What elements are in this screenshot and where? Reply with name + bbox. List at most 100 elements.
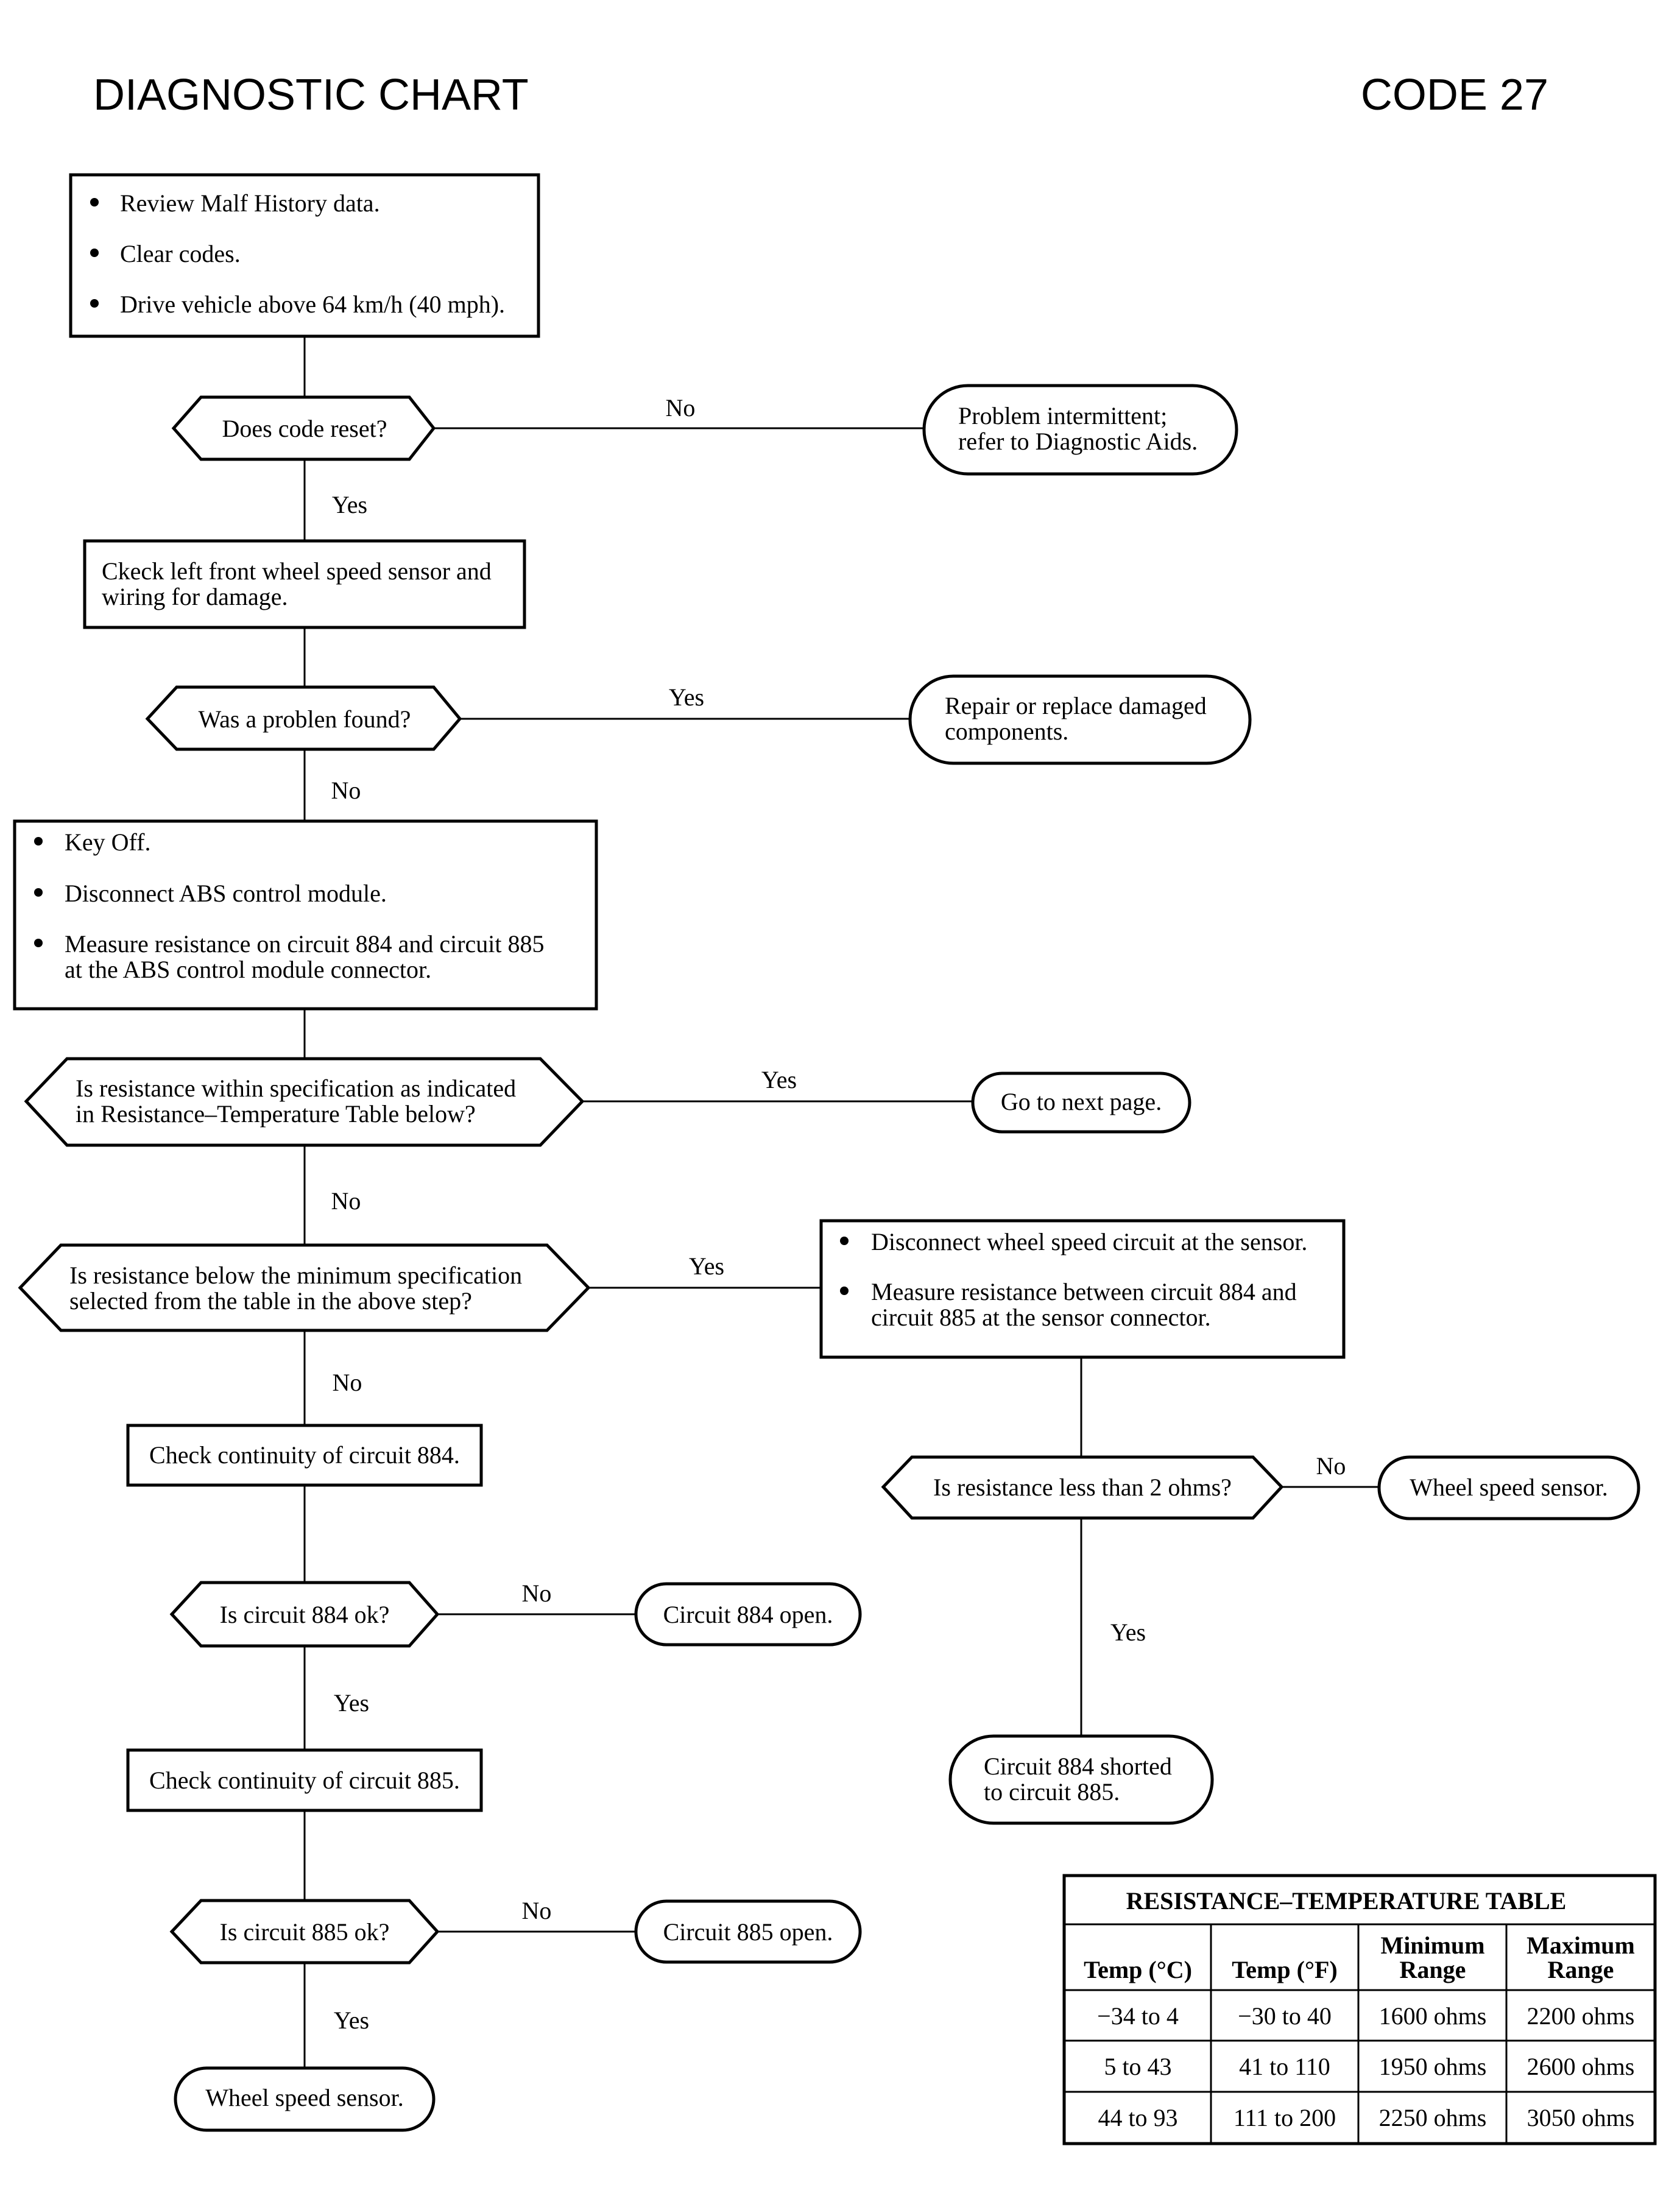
decision-circuit-884-ok: Is circuit 884 ok? bbox=[169, 1581, 440, 1648]
table-cell: 2250 ohms bbox=[1379, 2104, 1487, 2131]
label-no: No bbox=[522, 1897, 552, 1924]
header-range: Range bbox=[1548, 1956, 1614, 1983]
label-yes: Yes bbox=[669, 683, 704, 711]
label-yes: Yes bbox=[332, 491, 367, 518]
header-temp-f: Temp (°F) bbox=[1232, 1956, 1337, 1983]
label-yes: Yes bbox=[334, 1689, 369, 1717]
decision-circuit-885-ok: Is circuit 885 ok? bbox=[169, 1899, 440, 1965]
end-go-to-next-page: Go to next page. bbox=[971, 1071, 1191, 1134]
svg-text:Problem intermittent;: Problem intermittent; bbox=[958, 402, 1167, 429]
svg-text:to circuit 885.: to circuit 885. bbox=[984, 1778, 1120, 1806]
sensor-steps-box: Disconnect wheel speed circuit at the se… bbox=[819, 1219, 1346, 1359]
svg-text:Circuit 885 open.: Circuit 885 open. bbox=[663, 1918, 833, 1946]
step-drive-vehicle: Drive vehicle above 64 km/h (40 mph). bbox=[120, 291, 505, 318]
end-wheel-speed-sensor-right: Wheel speed sensor. bbox=[1377, 1455, 1640, 1520]
bullet bbox=[840, 1237, 849, 1245]
chart-title: DIAGNOSTIC CHART bbox=[93, 71, 529, 119]
label-no: No bbox=[333, 1369, 362, 1396]
table-cell: 2600 ohms bbox=[1527, 2053, 1635, 2080]
header-minimum: Minimum bbox=[1380, 1932, 1484, 1959]
bullet bbox=[34, 837, 43, 846]
label-no: No bbox=[331, 1187, 361, 1215]
svg-text:Wheel speed sensor.: Wheel speed sensor. bbox=[1410, 1474, 1608, 1501]
end-wheel-speed-sensor-bottom: Wheel speed sensor. bbox=[174, 2066, 436, 2132]
table-cell: −34 to 4 bbox=[1097, 2002, 1179, 2030]
svg-text:Check continuity of circuit 88: Check continuity of circuit 885. bbox=[149, 1767, 460, 1794]
svg-text:Is circuit 885 ok?: Is circuit 885 ok? bbox=[220, 1918, 390, 1946]
label-yes: Yes bbox=[761, 1066, 797, 1093]
end-circuit-884-shorted: Circuit 884 shorted to circuit 885. bbox=[948, 1734, 1214, 1825]
step-measure-sensor: Measure resistance between circuit 884 a… bbox=[871, 1278, 1297, 1305]
label-yes: Yes bbox=[689, 1252, 724, 1280]
step-clear-codes: Clear codes. bbox=[120, 240, 241, 267]
label-no: No bbox=[1316, 1452, 1346, 1480]
svg-text:wiring for damage.: wiring for damage. bbox=[102, 583, 288, 610]
bullet bbox=[90, 249, 99, 257]
step-disconnect-module: Disconnect ABS control module. bbox=[65, 880, 387, 907]
label-no: No bbox=[666, 394, 696, 422]
svg-text:selected from the table in the: selected from the table in the above ste… bbox=[69, 1287, 472, 1315]
bullet bbox=[840, 1287, 849, 1295]
svg-text:Ckeck left front wheel speed s: Ckeck left front wheel speed sensor and bbox=[102, 557, 492, 585]
svg-text:at the ABS control module conn: at the ABS control module connector. bbox=[65, 956, 431, 983]
svg-text:circuit 885 at the sensor conn: circuit 885 at the sensor connector. bbox=[871, 1304, 1211, 1331]
step-review-malf-history: Review Malf History data. bbox=[120, 189, 380, 217]
decision-less-than-2-ohms: Is resistance less than 2 ohms? bbox=[881, 1455, 1284, 1520]
svg-text:Does code reset?: Does code reset? bbox=[222, 415, 387, 442]
bullet bbox=[90, 299, 99, 308]
label-yes: Yes bbox=[334, 2007, 369, 2034]
svg-text:Is resistance less than 2 ohms: Is resistance less than 2 ohms? bbox=[933, 1474, 1232, 1501]
svg-text:Check continuity of circuit 88: Check continuity of circuit 884. bbox=[149, 1441, 460, 1469]
label-no: No bbox=[522, 1580, 552, 1607]
check-continuity-885-box: Check continuity of circuit 885. bbox=[126, 1748, 483, 1812]
label-yes: Yes bbox=[1110, 1619, 1146, 1646]
end-repair-replace: Repair or replace damaged components. bbox=[908, 674, 1252, 765]
step-disconnect-sensor: Disconnect wheel speed circuit at the se… bbox=[871, 1228, 1307, 1255]
check-sensor-wiring-box: Ckeck left front wheel speed sensor and … bbox=[83, 539, 526, 629]
svg-text:Repair or replace damaged: Repair or replace damaged bbox=[945, 692, 1207, 719]
bullet bbox=[34, 939, 43, 947]
table-cell: 44 to 93 bbox=[1098, 2104, 1177, 2131]
table-cell: 111 to 200 bbox=[1234, 2104, 1336, 2131]
svg-text:Is resistance within specifica: Is resistance within specification as in… bbox=[76, 1075, 516, 1102]
svg-text:Is resistance below the minimu: Is resistance below the minimum specific… bbox=[69, 1262, 522, 1289]
svg-text:components.: components. bbox=[945, 718, 1068, 745]
end-circuit-884-open: Circuit 884 open. bbox=[634, 1582, 862, 1647]
decision-below-minimum: Is resistance below the minimum specific… bbox=[18, 1243, 591, 1332]
table-cell: 1600 ohms bbox=[1379, 2002, 1487, 2030]
module-steps-box: Key Off. Disconnect ABS control module. … bbox=[13, 819, 598, 1011]
table-cell: −30 to 40 bbox=[1238, 2002, 1332, 2030]
svg-text:Wheel speed sensor.: Wheel speed sensor. bbox=[205, 2084, 403, 2111]
decision-problem-found: Was a problen found? bbox=[145, 685, 462, 751]
step-key-off: Key Off. bbox=[65, 828, 150, 856]
svg-text:Circuit 884 shorted: Circuit 884 shorted bbox=[984, 1753, 1172, 1780]
svg-text:refer to Diagnostic Aids.: refer to Diagnostic Aids. bbox=[958, 428, 1198, 455]
table-cell: 3050 ohms bbox=[1527, 2104, 1635, 2131]
table-title: RESISTANCE–TEMPERATURE TABLE bbox=[1126, 1887, 1567, 1915]
end-circuit-885-open: Circuit 885 open. bbox=[634, 1899, 862, 1964]
header-range: Range bbox=[1400, 1956, 1466, 1983]
bullet bbox=[90, 198, 99, 207]
start-steps-box: Review Malf History data. Clear codes. D… bbox=[69, 173, 540, 338]
table-cell: 1950 ohms bbox=[1379, 2053, 1487, 2080]
svg-text:Is circuit 884 ok?: Is circuit 884 ok? bbox=[220, 1601, 390, 1628]
flow-connectors bbox=[303, 336, 1379, 2068]
step-measure-resistance: Measure resistance on circuit 884 and ci… bbox=[65, 930, 545, 958]
resistance-temperature-table: RESISTANCE–TEMPERATURE TABLE Temp (°C) T… bbox=[1062, 1874, 1657, 2145]
end-problem-intermittent: Problem intermittent; refer to Diagnosti… bbox=[922, 384, 1238, 476]
code-label: CODE 27 bbox=[1361, 71, 1548, 119]
check-continuity-884-box: Check continuity of circuit 884. bbox=[126, 1424, 483, 1487]
header-temp-c: Temp (°C) bbox=[1084, 1956, 1192, 1983]
svg-text:Go to next page.: Go to next page. bbox=[1001, 1088, 1162, 1115]
header-maximum: Maximum bbox=[1526, 1932, 1635, 1959]
svg-text:Was a problen found?: Was a problen found? bbox=[199, 705, 411, 733]
svg-text:Circuit 884 open.: Circuit 884 open. bbox=[663, 1601, 833, 1628]
table-cell: 41 to 110 bbox=[1239, 2053, 1330, 2080]
bullet bbox=[34, 888, 43, 897]
decision-code-reset: Does code reset? bbox=[171, 395, 436, 461]
svg-text:in Resistance–Temperature Tabl: in Resistance–Temperature Table below? bbox=[76, 1100, 476, 1128]
table-cell: 2200 ohms bbox=[1527, 2002, 1635, 2030]
label-no: No bbox=[331, 777, 361, 804]
decision-within-spec: Is resistance within specification as in… bbox=[24, 1057, 585, 1147]
